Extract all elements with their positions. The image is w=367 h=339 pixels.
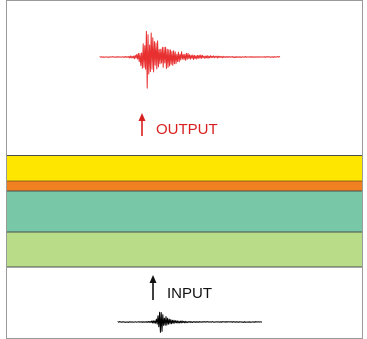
layer-yellow: [7, 155, 362, 181]
output-arrow-icon: [138, 113, 146, 136]
layer-orange: [7, 181, 362, 191]
input-arrow-icon: [149, 275, 157, 300]
layer-teal: [7, 191, 362, 232]
layer-light-green: [7, 232, 362, 267]
input-label: INPUT: [167, 285, 212, 302]
input-seismogram: [117, 311, 262, 333]
layered-medium: [7, 155, 362, 268]
output-seismogram: [99, 30, 281, 89]
output-label: OUTPUT: [156, 121, 218, 138]
